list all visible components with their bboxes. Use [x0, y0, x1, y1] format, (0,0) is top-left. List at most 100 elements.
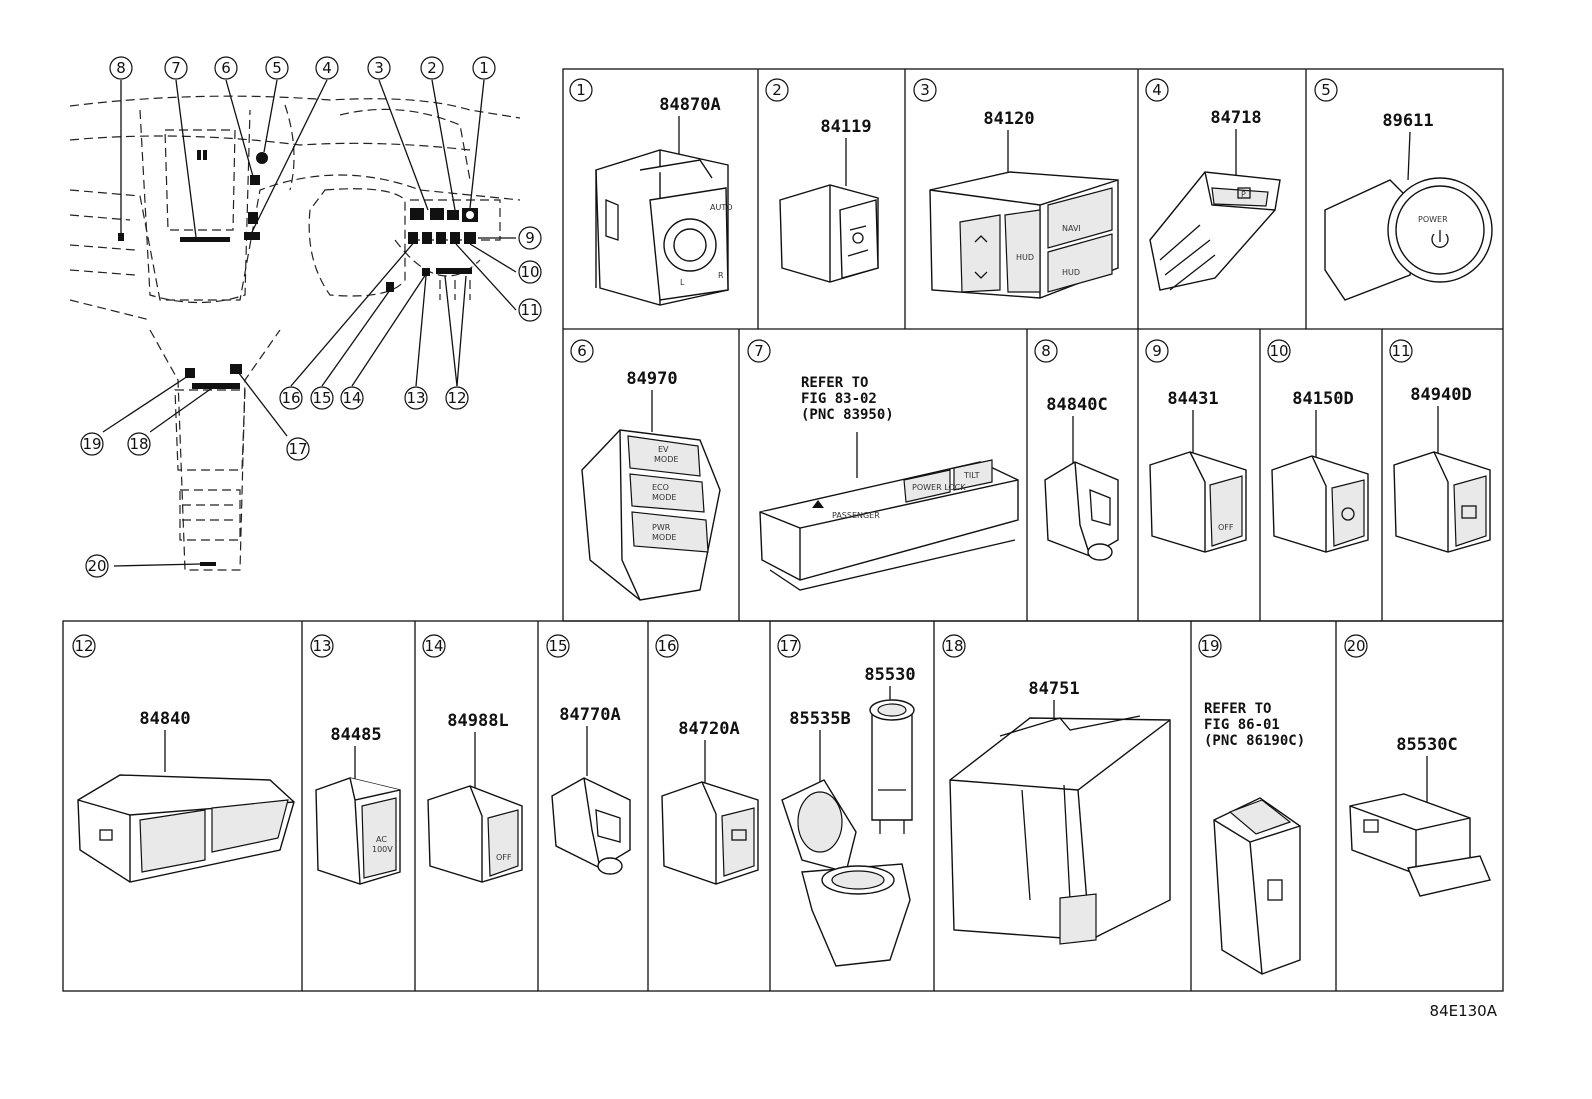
svg-text:10: 10: [1269, 342, 1288, 360]
part-84720A-switch: [661, 781, 759, 885]
part-89611-power-switch: POWER: [1324, 177, 1493, 301]
svg-text:13: 13: [312, 637, 331, 655]
cell-number-18: 18: [942, 634, 966, 658]
svg-text:PWR: PWR: [652, 523, 671, 532]
svg-text:3: 3: [920, 81, 930, 99]
dash-callout-7: 7: [164, 56, 188, 80]
svg-text:MODE: MODE: [654, 455, 678, 464]
svg-text:20: 20: [87, 557, 106, 575]
svg-text:HUD: HUD: [1062, 268, 1080, 277]
dash-callout-3: 3: [367, 56, 391, 80]
cell-number-12: 12: [72, 634, 96, 658]
part-number-85535B: 85535B: [789, 709, 850, 729]
part-number-84718: 84718: [1210, 108, 1261, 128]
svg-text:12: 12: [74, 637, 93, 655]
svg-text:5: 5: [1321, 81, 1331, 99]
svg-text:9: 9: [525, 229, 535, 247]
part-84988L-switch: OFF: [427, 785, 523, 883]
part-85535B-socket-cover: [781, 779, 911, 967]
dash-callout-6: 6: [214, 56, 238, 80]
dash-callout-8: 8: [109, 56, 133, 80]
svg-text:17: 17: [288, 440, 307, 458]
part-passenger-airbag-panel: PASSENGER POWER LOCK TILT: [759, 459, 1019, 591]
cell-number-7: 7: [747, 339, 771, 363]
cell-number-4: 4: [1145, 78, 1169, 102]
svg-text:8: 8: [1041, 342, 1051, 360]
svg-text:10: 10: [520, 263, 539, 281]
part-84119-switch: [779, 184, 879, 283]
dash-callout-5: 5: [265, 56, 289, 80]
part-number-84119: 84119: [820, 117, 871, 137]
svg-text:MODE: MODE: [652, 493, 676, 502]
cell-number-5: 5: [1314, 78, 1338, 102]
svg-text:11: 11: [1391, 342, 1410, 360]
svg-text:9: 9: [1152, 342, 1162, 360]
part-number-84751: 84751: [1028, 679, 1079, 699]
dash-callout-16: 16: [279, 386, 303, 410]
cell-number-1: 1: [569, 78, 593, 102]
part-84870A-mirror-switch: AUTO L R: [595, 149, 733, 306]
part-number-89611: 89611: [1382, 111, 1433, 131]
cell-number-14: 14: [422, 634, 446, 658]
part-number-84840: 84840: [139, 709, 190, 729]
part-number-84120: 84120: [983, 109, 1034, 129]
part-84751-control-panel: [949, 715, 1171, 945]
svg-text:OFF: OFF: [496, 853, 512, 862]
refer-note-line: REFER TO: [1204, 701, 1271, 717]
dash-callout-20: 20: [85, 554, 109, 578]
svg-text:7: 7: [171, 59, 181, 77]
svg-text:14: 14: [342, 389, 361, 407]
svg-text:18: 18: [944, 637, 963, 655]
part-85530C-outlet: [1349, 793, 1491, 897]
part-84840-switch-pair: [77, 774, 295, 883]
svg-text:P: P: [1241, 190, 1246, 199]
refer-note-line: FIG 83-02: [801, 391, 877, 407]
part-number-84940D: 84940D: [1410, 385, 1471, 405]
svg-text:TILT: TILT: [963, 471, 980, 480]
svg-text:2: 2: [772, 81, 782, 99]
cell-number-6: 6: [570, 339, 594, 363]
cell-number-11: 11: [1389, 339, 1413, 363]
part-number-85530: 85530: [864, 665, 915, 685]
parts-grid: [62, 68, 1504, 992]
svg-text:2: 2: [427, 59, 437, 77]
cell-number-9: 9: [1145, 339, 1169, 363]
svg-text:7: 7: [754, 342, 764, 360]
part-84718-parking-switch: P: [1149, 171, 1281, 291]
cell-number-10: 10: [1267, 339, 1291, 363]
svg-text:OFF: OFF: [1218, 523, 1234, 532]
svg-text:6: 6: [221, 59, 231, 77]
part-84940D-switch: [1393, 451, 1491, 553]
part-number-85530C: 85530C: [1396, 735, 1457, 755]
svg-text:PASSENGER: PASSENGER: [832, 511, 880, 520]
part-number-84431: 84431: [1167, 389, 1218, 409]
part-84431-switch: OFF: [1149, 451, 1247, 553]
dash-callout-1: 1: [472, 56, 496, 80]
part-number-84870A: 84870A: [659, 95, 720, 115]
dash-callout-13: 13: [404, 386, 428, 410]
svg-text:EV: EV: [658, 445, 669, 454]
part-leaders: [164, 116, 1439, 806]
svg-text:5: 5: [272, 59, 282, 77]
dash-callout-17: 17: [286, 437, 310, 461]
svg-text:14: 14: [424, 637, 443, 655]
svg-text:4: 4: [322, 59, 332, 77]
cell-number-13: 13: [310, 634, 334, 658]
cell-number-19: 19: [1198, 634, 1222, 658]
svg-text:1: 1: [576, 81, 586, 99]
refer-note-line: (PNC 86190C): [1204, 733, 1305, 749]
part-number-84988L: 84988L: [447, 711, 508, 731]
part-84485-ac-outlet-switch: AC 100V: [315, 777, 401, 885]
part-number-84840C: 84840C: [1046, 395, 1107, 415]
svg-text:15: 15: [312, 389, 331, 407]
dash-callout-15: 15: [310, 386, 334, 410]
part-number-84720A: 84720A: [678, 719, 739, 739]
svg-text:17: 17: [779, 637, 798, 655]
diagram-code: 84E130A: [1430, 1002, 1498, 1020]
svg-text:13: 13: [406, 389, 425, 407]
svg-text:16: 16: [657, 637, 676, 655]
svg-text:POWER: POWER: [1418, 215, 1448, 224]
cell-number-8: 8: [1034, 339, 1058, 363]
part-85530-power-outlet: [869, 699, 915, 834]
